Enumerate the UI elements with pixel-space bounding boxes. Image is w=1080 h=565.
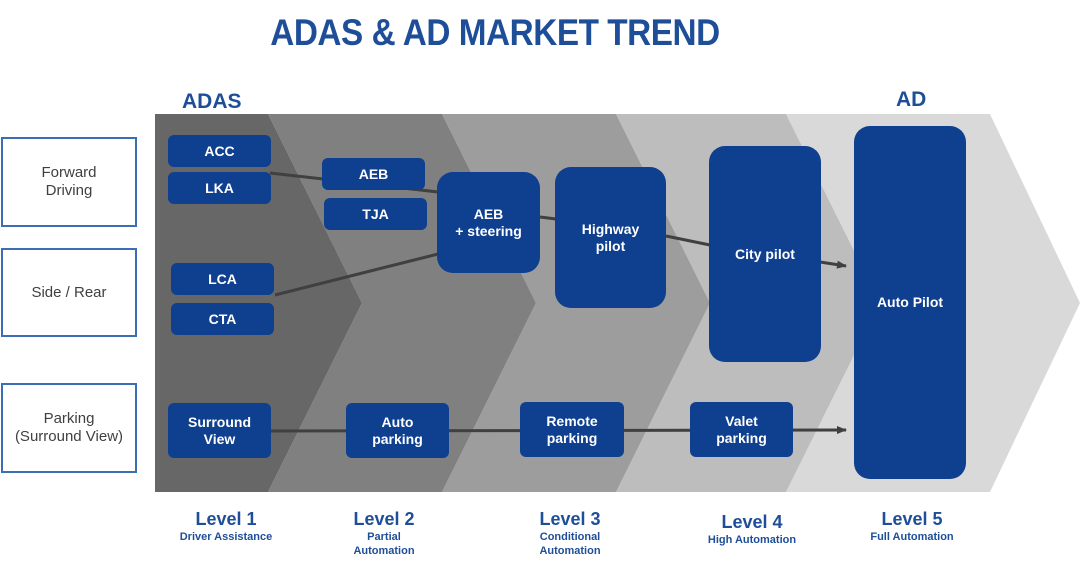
connector-side (274, 252, 439, 297)
level-3-label: Level 3 Conditional Automation (504, 508, 636, 558)
feature-acc: ACC (168, 135, 271, 167)
level-5-label: Level 5 Full Automation (846, 508, 978, 544)
level-4-desc: High Automation (707, 534, 797, 546)
feature-lka: LKA (168, 172, 271, 204)
feature-aeb-steering: AEB + steering (437, 172, 540, 273)
level-2-label: Level 2 Partial Automation (318, 508, 450, 558)
level-5-name: Level 5 (881, 509, 943, 529)
feature-lca: LCA (171, 263, 274, 295)
feature-auto-pilot: Auto Pilot (854, 126, 966, 479)
section-label-adas: ADAS (182, 90, 242, 113)
level-3-name: Level 3 (539, 509, 601, 529)
connector-pilot-b (665, 234, 711, 247)
feature-surround-view: Surround View (168, 403, 271, 458)
level-3-desc: Conditional Automation (539, 531, 601, 557)
section-label-ad: AD (896, 88, 927, 111)
level-1-desc: Driver Assistance (179, 531, 273, 543)
level-5-desc: Full Automation (870, 531, 954, 543)
level-1-label: Level 1 Driver Assistance (160, 508, 292, 544)
category-forward-driving: Forward Driving (1, 137, 137, 227)
feature-cta: CTA (171, 303, 274, 335)
level-2-name: Level 2 (353, 509, 415, 529)
connector-pilot-a (539, 215, 557, 221)
feature-highway-pilot: Highway pilot (555, 167, 666, 308)
page-title: ADAS & AD MARKET TREND (270, 12, 720, 53)
feature-auto-parking: Auto parking (346, 403, 449, 458)
level-1-name: Level 1 (195, 509, 257, 529)
level-2-desc: Partial Automation (353, 531, 415, 557)
category-side-rear: Side / Rear (1, 248, 137, 337)
level-4-label: Level 4 High Automation (686, 511, 818, 547)
feature-valet-parking: Valet parking (690, 402, 793, 457)
feature-tja: TJA (324, 198, 427, 230)
feature-remote-parking: Remote parking (520, 402, 624, 457)
level-4-name: Level 4 (721, 512, 783, 532)
category-parking: Parking (Surround View) (1, 383, 137, 473)
connector-to-autopilot (819, 260, 847, 269)
feature-city-pilot: City pilot (709, 146, 821, 362)
feature-aeb: AEB (322, 158, 425, 190)
